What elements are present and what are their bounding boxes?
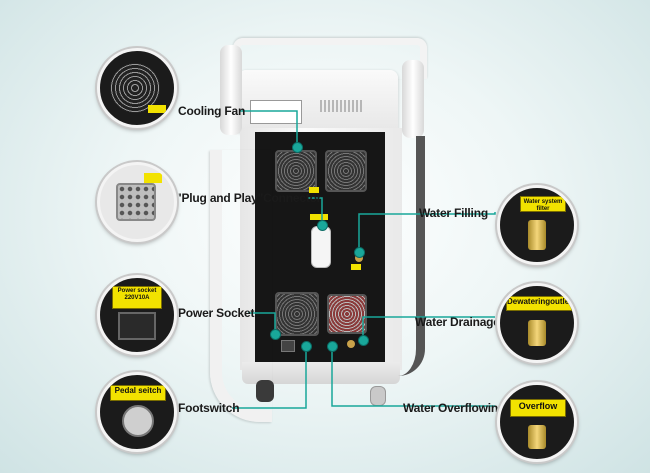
vent-grille [320, 100, 364, 112]
label-power-socket: Power Socket [178, 306, 255, 320]
dewatering-tag: Dewateringoutlet [506, 296, 572, 311]
water-filter-tag: Water system filter [520, 196, 566, 212]
power-socket-icon [118, 312, 156, 340]
dot-power-socket [270, 329, 281, 340]
overflow-fitting-icon [528, 425, 546, 449]
cooling-fan-bottom-left [275, 292, 319, 336]
label-water-overflowing: Water Overflowing [403, 401, 506, 415]
dot-footswitch [301, 341, 312, 352]
label-footswitch: Footswitch [178, 401, 240, 415]
detail-power-socket: Power socket 220V10A [97, 275, 177, 355]
label-plug-connector: "Plug and Play"Connector [176, 191, 322, 205]
detail-cooling-fan [97, 48, 177, 128]
line-cooling-fan [240, 110, 298, 146]
dot-plug [317, 220, 328, 231]
small-label [310, 214, 328, 220]
pedal-tag: Pedal seitch [110, 385, 166, 401]
line-water-filling [423, 212, 496, 215]
label-water-drainage: Water Drainage [415, 315, 500, 329]
drain-fitting-icon [528, 320, 546, 346]
water-fitting-icon [528, 220, 546, 250]
power-port [281, 340, 295, 352]
small-label [148, 105, 166, 113]
dot-cooling-fan [292, 142, 303, 153]
connector-port [355, 254, 363, 262]
line-water-filling-v [358, 213, 423, 251]
handpiece-cable [398, 136, 425, 376]
overflow-tag: Overflow [510, 399, 566, 417]
handpiece-holder [402, 60, 424, 138]
detail-water-filling: Water system filter [497, 185, 577, 265]
cooling-fan-bottom-right [327, 294, 367, 334]
handpiece-holder [220, 45, 242, 135]
detail-plug-connector [97, 162, 177, 242]
label-cooling-fan: Cooling Fan [178, 104, 246, 118]
line-water-drainage [362, 316, 495, 340]
connector-port [347, 340, 355, 348]
small-label [144, 173, 162, 183]
dot-water-drainage [358, 335, 369, 346]
detail-water-overflow: Overflow [497, 382, 577, 462]
cooling-fan-right [325, 150, 367, 192]
small-label [351, 264, 361, 270]
small-label [309, 187, 319, 193]
connector-icon [116, 183, 156, 221]
dot-water-filling [354, 247, 365, 258]
pedal-port-icon [122, 405, 154, 437]
dot-water-overflow [327, 341, 338, 352]
label-water-filling: Water Filling [419, 206, 488, 220]
detail-water-drainage: Dewateringoutlet [497, 283, 577, 363]
detail-pedal: Pedal seitch [97, 372, 177, 452]
machine-base [242, 362, 400, 384]
fan-grille-icon [110, 63, 160, 113]
line-water-overflow [331, 346, 495, 407]
line-plug [308, 197, 323, 225]
label-sticker [250, 100, 302, 124]
line-footswitch [232, 346, 307, 409]
line-power-socket [248, 312, 276, 333]
power-socket-tag: Power socket 220V10A [112, 286, 162, 309]
cooling-fan-left [275, 150, 317, 192]
